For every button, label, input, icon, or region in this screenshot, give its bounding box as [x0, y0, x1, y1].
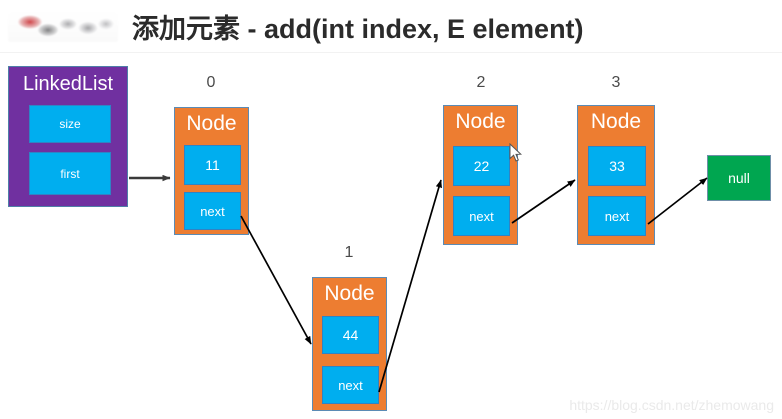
node-title-1: Node: [324, 282, 375, 305]
node-next-2: next: [453, 196, 510, 236]
arrow-node3-to-null: [647, 177, 708, 225]
linkedlist-box: LinkedList size first: [8, 66, 128, 207]
node-next-0-label: next: [200, 203, 225, 219]
blurred-logo-icon: [8, 12, 118, 42]
page-title: 添加元素 - add(int index, E element): [132, 13, 584, 44]
node-value-0-label: 11: [205, 157, 220, 173]
node-next-2-label: next: [469, 208, 494, 224]
arrow-node1-to-node2: [378, 179, 442, 393]
node-value-0: 11: [184, 145, 241, 185]
node-title-3: Node: [590, 110, 642, 133]
null-label: null: [728, 170, 750, 186]
node-box-0: Node 11 next: [174, 107, 249, 235]
node-title-0: Node: [186, 112, 237, 135]
header-divider: [0, 52, 782, 53]
node-box-1: Node 44 next: [312, 277, 387, 411]
node-value-3-label: 33: [609, 158, 625, 174]
watermark: https://blog.csdn.net/zhemowang: [569, 397, 774, 413]
linkedlist-title: LinkedList: [22, 73, 114, 95]
arrow-node2-to-node3: [511, 179, 576, 224]
node-value-1: 44: [322, 316, 379, 354]
linkedlist-field-size-label: size: [59, 117, 81, 131]
linkedlist-field-first-label: first: [60, 166, 80, 181]
node-next-1: next: [322, 366, 379, 404]
node-box-3: Node 33 next: [577, 105, 655, 245]
node-next-0: next: [184, 192, 241, 230]
node-value-3: 33: [588, 146, 646, 186]
node-index-3: 3: [611, 74, 621, 91]
arrow-node0-to-node1: [240, 215, 312, 345]
node-next-3: next: [588, 196, 646, 236]
node-next-1-label: next: [338, 377, 363, 393]
node-box-2: Node 22 next: [443, 105, 518, 245]
mouse-cursor-icon: [509, 143, 523, 162]
node-index-0: 0: [206, 74, 216, 91]
node-value-1-label: 44: [342, 327, 359, 343]
node-value-2: 22: [453, 146, 510, 186]
node-index-2: 2: [476, 74, 486, 91]
linkedlist-field-size: size: [29, 105, 111, 143]
linkedlist-field-first: first: [29, 152, 111, 195]
node-index-1: 1: [344, 244, 354, 261]
slide-header: 添加元素 - add(int index, E element): [0, 0, 782, 52]
node-title-2: Node: [455, 110, 506, 133]
node-value-2-label: 22: [473, 158, 490, 174]
node-next-3-label: next: [604, 208, 630, 224]
null-box: null: [707, 155, 771, 201]
